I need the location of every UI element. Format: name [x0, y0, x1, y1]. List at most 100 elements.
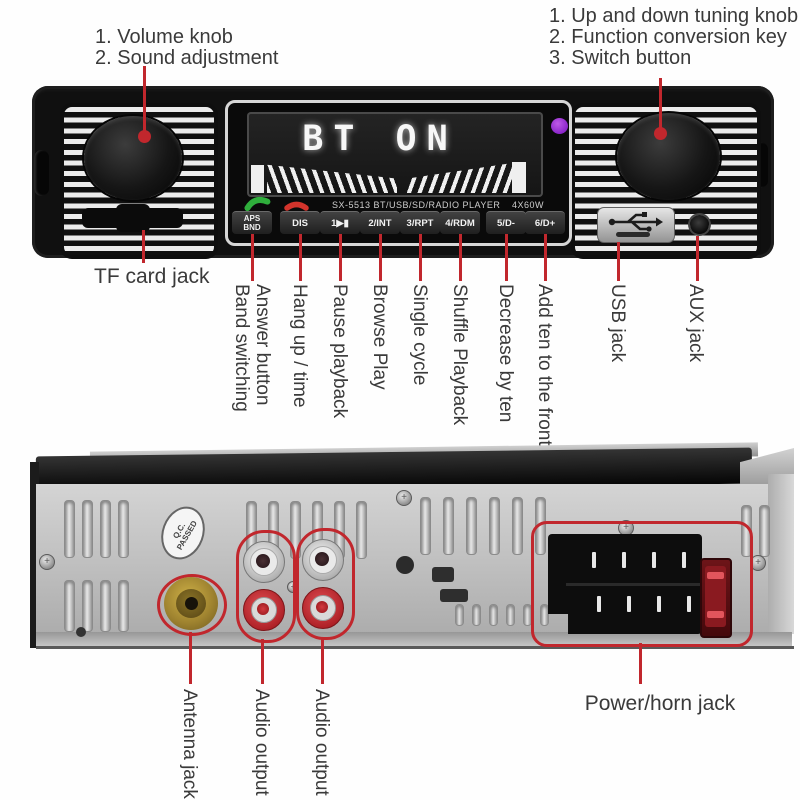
label-browse-play: Browse Play	[369, 284, 390, 390]
connector-pin	[682, 552, 686, 568]
label-pause-playback: Pause playback	[329, 284, 350, 419]
led-indicator	[551, 118, 568, 134]
callout-line-rpt	[419, 234, 422, 281]
vent-slot	[540, 604, 549, 626]
volume-knob	[84, 116, 182, 200]
back-bottom-lip	[36, 632, 792, 647]
vent-slot	[466, 497, 477, 555]
button-2-int: 2/INT	[360, 211, 400, 234]
back-right-face	[768, 474, 794, 634]
vent-slot	[82, 500, 93, 558]
callout-line-volume	[143, 66, 146, 136]
label-single-cycle: Single cycle	[409, 284, 430, 386]
vent-slot	[759, 505, 770, 557]
button-6-d-plus: 6/D+	[525, 211, 565, 234]
label-shuffle-playback: Shuffle Playback	[449, 284, 470, 426]
phone-answer-icon	[244, 197, 271, 212]
back-bottom-line	[36, 646, 794, 649]
aux-jack	[690, 215, 709, 234]
callout-line-usb	[617, 242, 620, 281]
annotation-line: 3. Switch button	[549, 47, 692, 69]
tf-card-slot-tab	[116, 204, 150, 232]
connector-pin	[652, 552, 656, 568]
vent-slot	[420, 497, 431, 555]
vent-slot	[100, 580, 111, 632]
callout-line-audio-2	[321, 637, 324, 684]
label-usb-jack: USB jack	[607, 284, 628, 363]
label-aux-jack: AUX jack	[685, 284, 706, 363]
connector-pin	[657, 596, 661, 612]
qc-sticker-text: Q.C. PASSED	[171, 519, 199, 552]
button-4-rdm: 4/RDM	[440, 211, 480, 234]
label-hang-up-time: Hang up / time	[289, 284, 310, 408]
callout-line-int	[379, 234, 382, 281]
callout-dot-tuning	[654, 127, 667, 140]
chassis-cutout	[432, 567, 454, 582]
chassis-hole	[396, 556, 414, 574]
antenna-jack-hole	[185, 597, 198, 610]
label-add-ten: Add ten to the front	[534, 284, 555, 446]
connector-pin	[592, 552, 596, 568]
power-rating-text: 4X60W	[512, 200, 545, 210]
chassis-hole	[76, 627, 86, 637]
callout-line-tuning	[659, 78, 662, 132]
mounting-tab-left	[34, 150, 49, 196]
callout-circle-antenna	[157, 574, 227, 636]
tuning-knob	[617, 113, 720, 200]
vent-slot	[489, 604, 498, 626]
chassis-cutout	[440, 589, 468, 602]
connector-pin	[597, 596, 601, 612]
vent-slot	[443, 497, 454, 555]
callout-line-tf	[142, 230, 145, 263]
vent-slot	[455, 604, 464, 626]
fuse-contact	[707, 572, 724, 579]
connector-pin	[627, 596, 631, 612]
vent-slot	[118, 580, 129, 632]
vent-slot	[506, 604, 515, 626]
fuse-contact	[707, 611, 724, 618]
callout-line-pause	[339, 234, 342, 281]
vent-slot	[472, 604, 481, 626]
callout-line-audio-1	[261, 639, 264, 684]
annotation-line: 2. Sound adjustment	[95, 47, 279, 69]
vent-slot	[512, 497, 523, 555]
callout-circle-audio-2	[296, 528, 355, 640]
label-decrease-by-ten: Decrease by ten	[495, 284, 516, 423]
phone-hangup-icon	[284, 201, 309, 211]
callout-line-aux	[696, 236, 699, 281]
vent-slot	[489, 497, 500, 555]
screw	[396, 490, 412, 506]
vent-slot	[100, 500, 111, 558]
label-tf-card-jack: TF card jack	[94, 265, 210, 288]
label-power-horn-jack: Power/horn jack	[584, 692, 736, 715]
annotation-line: 2. Function conversion key	[549, 26, 787, 48]
callout-line-antenna	[189, 632, 192, 684]
button-dis: DIS	[280, 211, 320, 234]
callout-circle-power	[531, 521, 753, 647]
vent-slot	[64, 580, 75, 632]
rca-jack-red-center	[257, 603, 269, 615]
annotation-line: 1. Volume knob	[95, 26, 233, 48]
back-left-edge	[30, 462, 39, 648]
callout-line-dplus	[544, 234, 547, 281]
iso-connector-seam	[566, 583, 702, 586]
button-5-d-minus: 5/D-	[486, 211, 526, 234]
vent-slot	[82, 580, 93, 632]
button-1-pause: 1▶▮	[320, 211, 360, 234]
vent-slot	[356, 501, 367, 559]
callout-dot-volume	[138, 130, 151, 143]
callout-line-rdm	[459, 234, 462, 281]
model-text: SX-5513 BT/USB/SD/RADIO PLAYER	[332, 200, 501, 210]
lcd-status-text: BT ON	[302, 119, 458, 159]
label-audio-output-1: Audio output	[251, 689, 272, 796]
screw	[39, 554, 55, 570]
usb-port	[597, 207, 675, 243]
vent-slot	[64, 500, 75, 558]
usb-icon	[608, 212, 663, 237]
annotation-line: 1. Up and down tuning knob	[549, 5, 799, 27]
equalizer-block-right	[512, 162, 526, 193]
label-antenna-jack: Antenna jack	[179, 689, 200, 799]
connector-pin	[622, 552, 626, 568]
